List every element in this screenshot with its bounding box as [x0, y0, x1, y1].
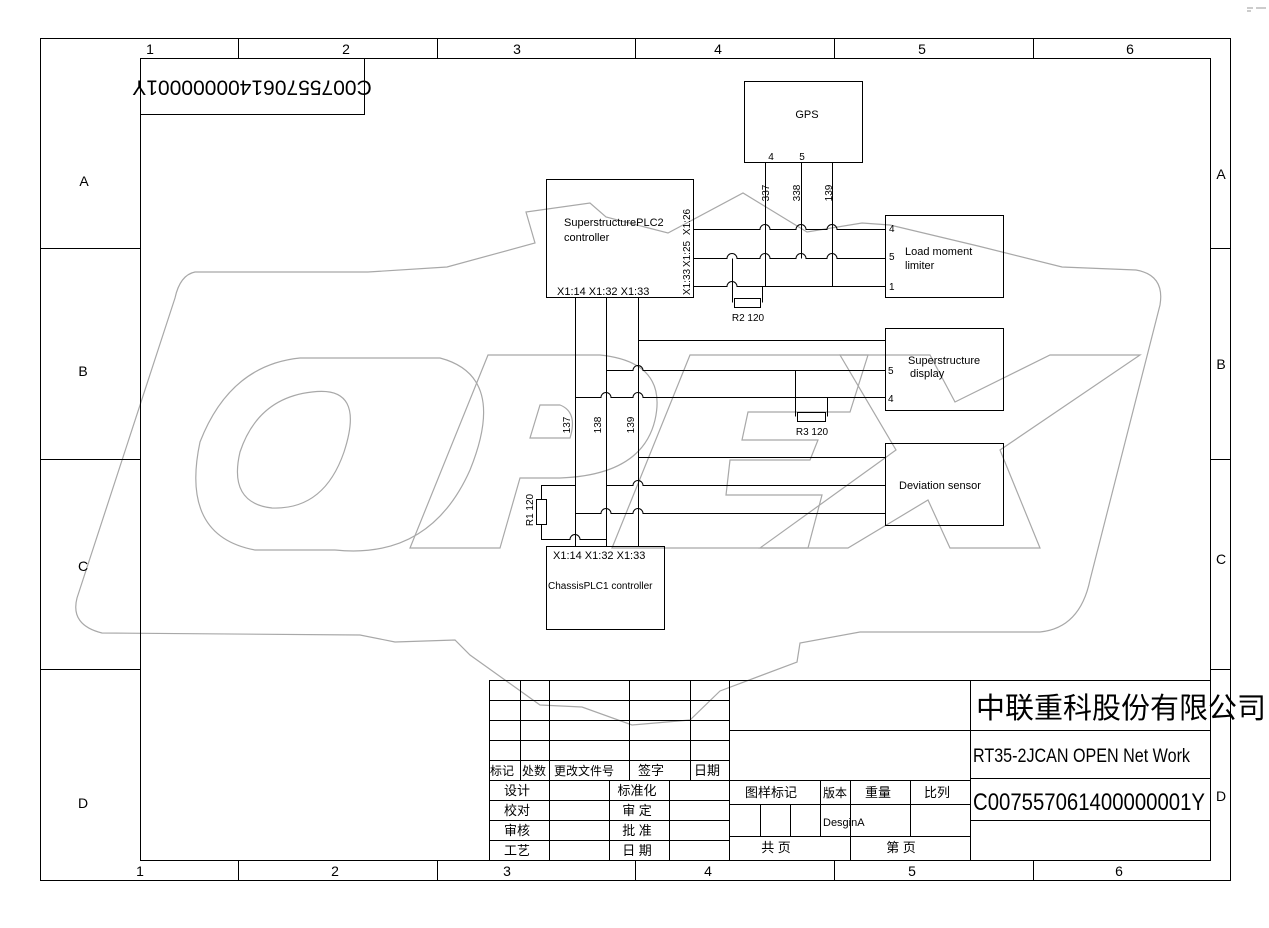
- approval-role: 审核: [504, 823, 530, 838]
- col-label-bottom: 3: [503, 863, 511, 879]
- info-header: 重量: [865, 785, 891, 800]
- info-header: 版本: [823, 786, 847, 800]
- gps-label: GPS: [795, 109, 818, 121]
- drawing-number: C007557061400000001Y: [973, 789, 1205, 816]
- wire-number: 139: [824, 184, 835, 201]
- approval-role: 标准化: [617, 783, 656, 798]
- wire-labels: 337 338 139 137 138 139 R2 120 R3 120 R1…: [525, 184, 835, 526]
- display-pin-label: 4: [888, 394, 894, 405]
- gps-module: GPS 4 5: [744, 81, 863, 163]
- wire-number: 137: [562, 416, 573, 433]
- row-label-right: A: [1216, 166, 1226, 182]
- plc1-pin-label: X1:14 X1:32 X1:33: [553, 550, 645, 562]
- wire-number: 139: [626, 416, 637, 433]
- deviation-label: Deviation sensor: [899, 480, 981, 492]
- wire-number: 337: [761, 184, 772, 201]
- col-label-top: 6: [1126, 41, 1134, 57]
- display-label: display: [910, 368, 945, 380]
- plc2-pin-label: X1:33: [682, 268, 693, 295]
- resistor-label: R1 120: [525, 493, 536, 526]
- lml-pin-label: 1: [889, 282, 895, 293]
- load-moment-limiter: Load moment limiter 4 5 1: [885, 215, 1004, 298]
- deviation-sensor: Deviation sensor: [885, 443, 1004, 526]
- wire-number: 138: [593, 416, 604, 433]
- resistor-label: R2 120: [732, 313, 765, 324]
- row-label-right: D: [1216, 788, 1226, 804]
- info-header: 比列: [924, 785, 950, 800]
- plc2-label: controller: [564, 232, 610, 244]
- opex-watermark: [75, 192, 1162, 726]
- corner-mark: [1247, 7, 1266, 12]
- sheet-number: 第 页: [886, 840, 916, 855]
- superstructure-plc2-controller: SuperstructurePLC2 controller X1:26 X1:2…: [546, 179, 694, 298]
- drawing-title: RT35-2JCAN OPEN Net Work: [973, 746, 1190, 767]
- approval-role: 设计: [504, 783, 530, 798]
- superstructure-display: Superstructure display 5 4: [885, 328, 1004, 411]
- info-header: 图样标记: [745, 785, 797, 800]
- lml-pin-label: 4: [889, 224, 895, 235]
- col-label-bottom: 6: [1115, 863, 1123, 879]
- resistor-label: R3 120: [796, 427, 829, 438]
- plc2-pin-label: X1:25: [682, 240, 693, 267]
- rev-header: 日期: [694, 763, 720, 778]
- lml-label: limiter: [905, 260, 935, 272]
- approval-role: 校对: [504, 803, 530, 818]
- row-label-left: D: [78, 795, 88, 811]
- total-sheets: 共 页: [761, 840, 791, 855]
- row-label-right: B: [1216, 356, 1225, 372]
- col-label-bottom: 1: [136, 863, 144, 879]
- wire-number: 338: [792, 184, 803, 201]
- approval-role: 日 期: [622, 843, 652, 858]
- col-label-bottom: 2: [331, 863, 339, 879]
- chassis-plc1-controller: X1:14 X1:32 X1:33 ChassisPLC1 controller: [546, 546, 665, 630]
- col-label-bottom: 4: [704, 863, 712, 879]
- display-label: Superstructure: [908, 355, 980, 367]
- display-pin-label: 5: [888, 366, 894, 377]
- row-label-left: A: [79, 173, 89, 189]
- gps-pin-label: 4: [768, 152, 774, 163]
- approval-role: 审 定: [622, 803, 652, 818]
- lml-label: Load moment: [905, 246, 972, 258]
- plc2-pin-label: X1:26: [682, 208, 693, 235]
- rev-header: 处数: [522, 763, 546, 778]
- row-label-left: C: [78, 558, 88, 574]
- lml-pin-label: 5: [889, 252, 895, 263]
- frame-labels: 1 2 3 4 5 6 1 2 3 4 5 6 A B C D A B C D: [78, 41, 1226, 879]
- col-label-top: 4: [714, 41, 722, 57]
- can-bus-wiring: [536, 162, 886, 547]
- row-label-left: B: [78, 363, 87, 379]
- drawing-number-box-inverted: C007557061400000001Y: [132, 58, 372, 115]
- gps-pin-label: 5: [799, 152, 805, 163]
- title-block: [489, 680, 1211, 861]
- approval-role: 工艺: [504, 843, 530, 858]
- rev-header: 更改文件号: [554, 763, 614, 778]
- col-label-top: 2: [342, 41, 350, 57]
- col-label-bottom: 5: [908, 863, 916, 879]
- plc2-pin-label: X1:14 X1:32 X1:33: [557, 286, 649, 298]
- rev-header: 标记: [490, 764, 514, 778]
- version-value: DesginA: [823, 817, 865, 829]
- col-label-top: 5: [918, 41, 926, 57]
- title-block-text: 标记 处数 更改文件号 签字 日期 设计 校对 审核 工艺 标准化 审 定 批 …: [490, 692, 1266, 858]
- drawing-number-inverted: C007557061400000001Y: [132, 75, 371, 98]
- rev-header: 签字: [638, 763, 664, 778]
- plc1-label: ChassisPLC1 controller: [548, 581, 653, 592]
- col-label-top: 3: [513, 41, 521, 57]
- plc2-label: SuperstructurePLC2: [564, 217, 664, 229]
- col-label-top: 1: [146, 41, 154, 57]
- row-label-right: C: [1216, 551, 1226, 567]
- company-name: 中联重科股份有限公司: [976, 692, 1266, 725]
- approval-role: 批 准: [622, 823, 652, 838]
